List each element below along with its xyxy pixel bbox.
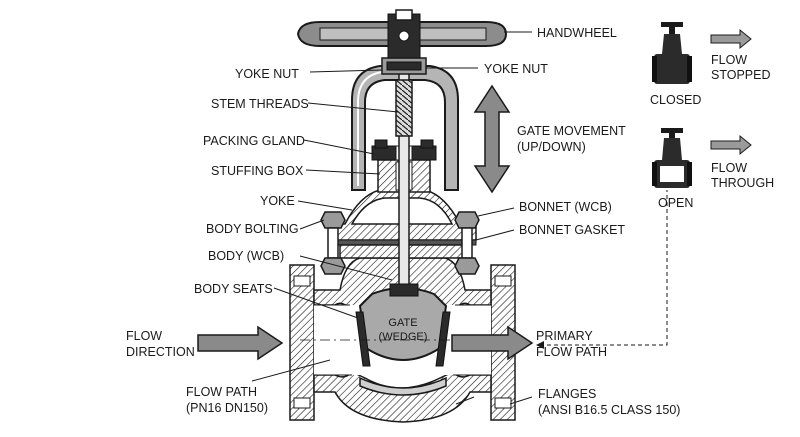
yoke	[351, 65, 459, 191]
label-body-wcb: BODY (WCB)	[208, 249, 284, 263]
body-shell-lower	[313, 371, 492, 423]
label-yoke-nut-right: YOKE NUT	[484, 62, 548, 76]
flow-direction-arrow	[197, 325, 284, 361]
label-bonnet-wcb: BONNET (WCB)	[519, 200, 612, 214]
label-stem-threads: STEM THREADS	[211, 97, 309, 111]
body-seat-right	[435, 311, 451, 367]
label-flanges-1: FLANGES	[538, 387, 596, 401]
seat-pocket	[359, 376, 447, 396]
flow-through-2: THROUGH	[711, 176, 774, 190]
label-gate-1: GATE	[388, 317, 417, 329]
stem	[395, 39, 413, 291]
label-gate-movement-2: (UP/DOWN)	[517, 140, 586, 154]
label-body-bolting: BODY BOLTING	[206, 222, 299, 236]
label-flanges-2: (ANSI B16.5 CLASS 150)	[538, 403, 680, 417]
gate-wedge	[355, 283, 451, 367]
body-seat-left	[355, 311, 371, 367]
leader-lines	[251, 31, 668, 405]
gate-movement-arrow	[473, 84, 511, 194]
label-yoke: YOKE	[260, 194, 295, 208]
left-flange	[289, 264, 315, 421]
valve-cross-section	[197, 9, 534, 423]
label-flow-path-2: (PN16 DN150)	[186, 401, 268, 415]
flow-through-1: FLOW	[711, 161, 747, 175]
open-valve-icon	[652, 128, 692, 188]
label-handwheel: HANDWHEEL	[537, 26, 617, 40]
label-stuffing-box: STUFFING BOX	[211, 164, 304, 178]
gate-label: GATE (WEDGE)	[379, 317, 428, 343]
state-open: OPEN FLOW THROUGH	[652, 128, 774, 210]
label-yoke-nut-left: YOKE NUT	[235, 67, 299, 81]
state-closed: CLOSED FLOW STOPPED	[650, 22, 771, 107]
flow-stopped-2: STOPPED	[711, 68, 771, 82]
label-gate-2: (WEDGE)	[379, 331, 428, 343]
right-labels: HANDWHEEL YOKE NUT GATE MOVEMENT (UP/DOW…	[484, 26, 680, 417]
label-primary-flow-2: FLOW PATH	[536, 345, 607, 359]
label-primary-flow-1: PRIMARY	[536, 329, 593, 343]
left-labels: YOKE NUT STEM THREADS PACKING GLAND STUF…	[126, 67, 309, 415]
label-body-seats: BODY SEATS	[194, 282, 273, 296]
body-bolt-right	[454, 211, 480, 275]
flow-stopped-1: FLOW	[711, 53, 747, 67]
label-flow-direction-2: DIRECTION	[126, 345, 195, 359]
label-flow-direction-1: FLOW	[126, 329, 162, 343]
yoke-nut	[381, 57, 427, 75]
open-label: OPEN	[658, 196, 693, 210]
primary-flow-arrow	[451, 325, 534, 361]
label-gate-movement-1: GATE MOVEMENT	[517, 124, 626, 138]
stem-threads	[395, 79, 413, 137]
label-flow-path-1: FLOW PATH	[186, 385, 257, 399]
label-bonnet-gasket: BONNET GASKET	[519, 223, 625, 237]
closed-valve-icon	[652, 22, 692, 84]
closed-label: CLOSED	[650, 93, 701, 107]
handwheel	[296, 9, 508, 59]
label-packing-gland: PACKING GLAND	[203, 134, 305, 148]
body-bolt-left	[320, 211, 346, 275]
